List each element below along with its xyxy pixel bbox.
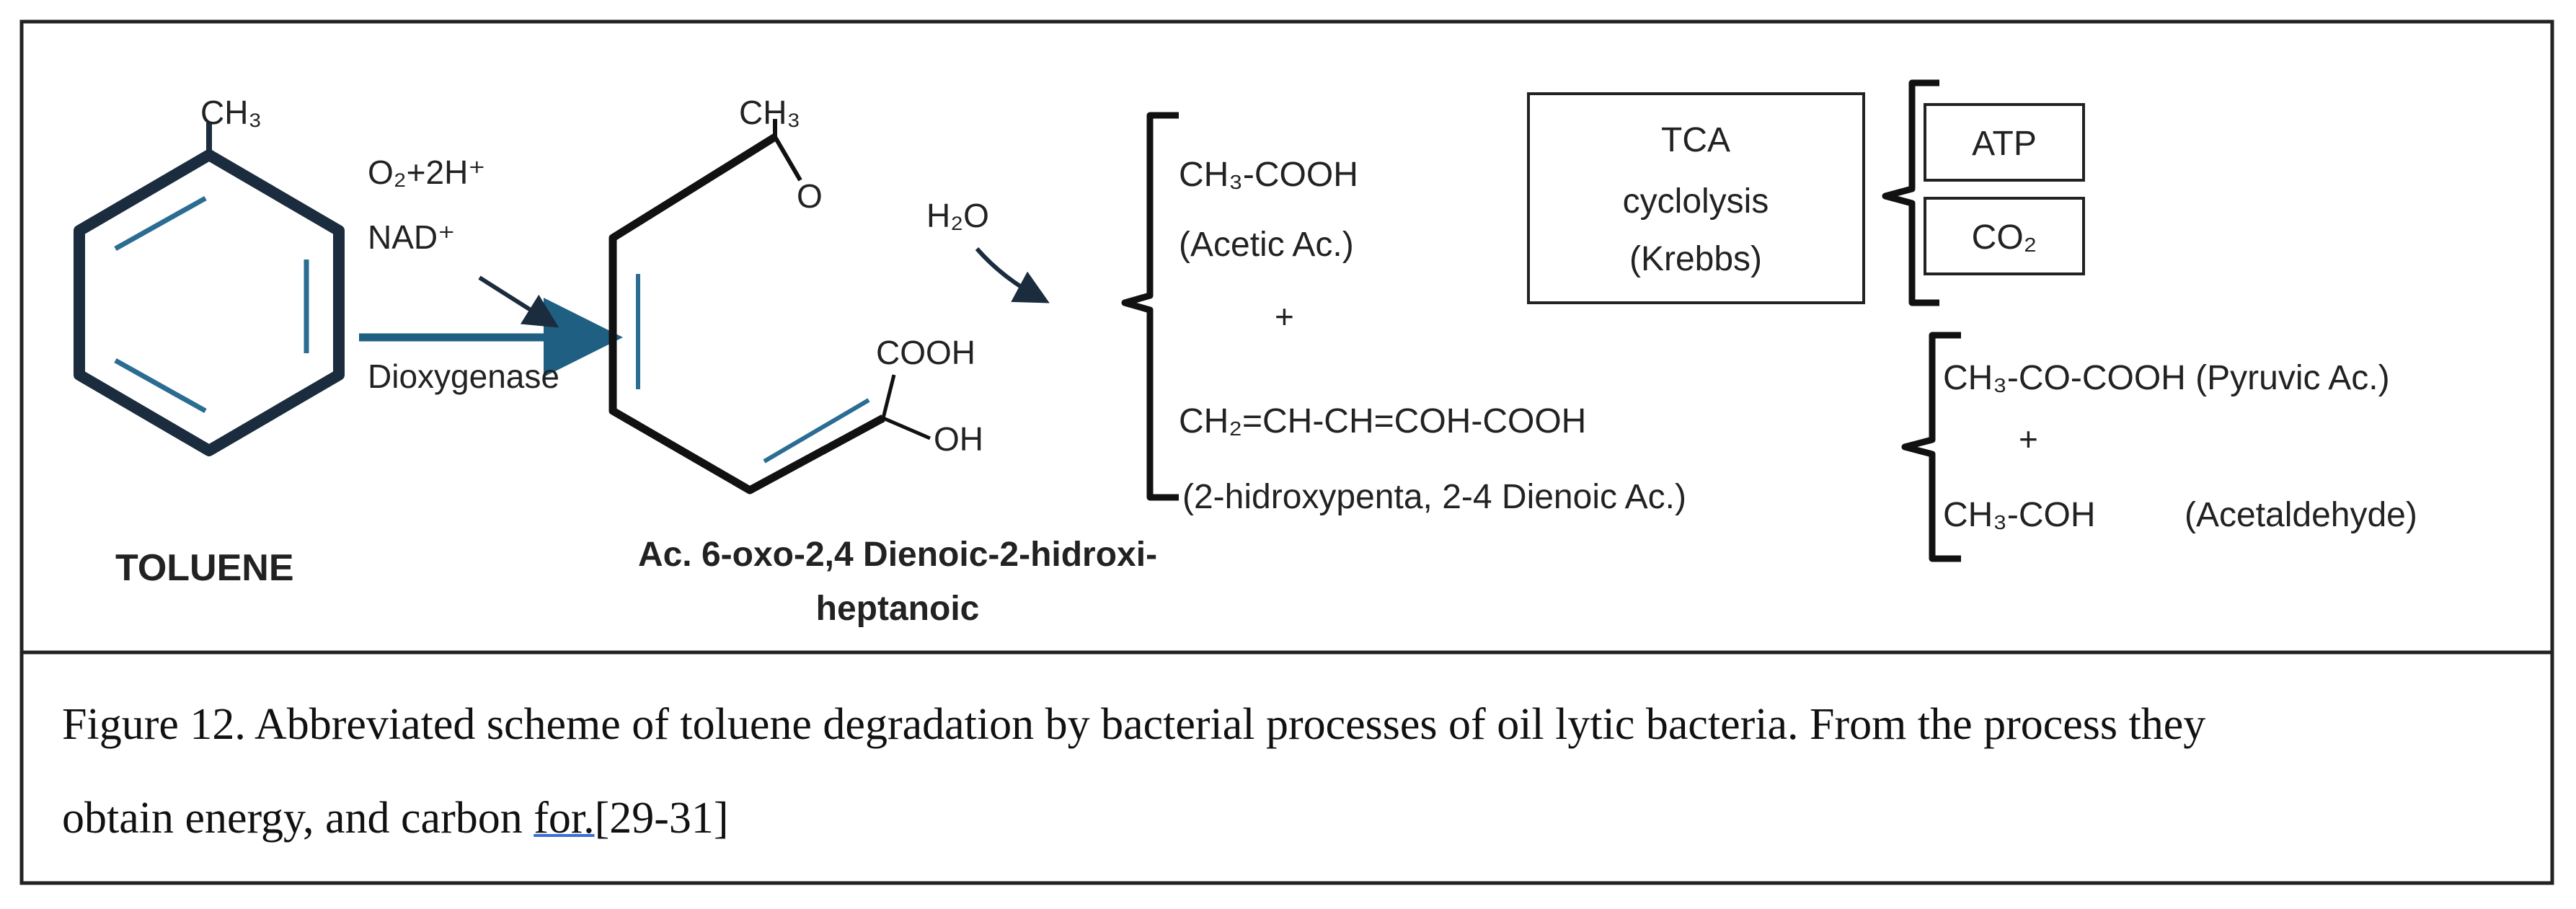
toluene-inner-bond-3 xyxy=(114,358,207,414)
atp-label: ATP xyxy=(1972,125,2037,163)
acetic-name: (Acetic Ac.) xyxy=(1179,226,1354,264)
tca-line2: cyclolysis xyxy=(1623,182,1769,221)
intermediate-molecule: CH₃ O COOH OH Ac. 6-oxo-2,4 Dienoic-2-hi… xyxy=(608,94,1157,628)
tca-line1: TCA xyxy=(1661,121,1730,159)
enzyme-label: Dioxygenase xyxy=(368,358,559,395)
dioxygenase-reaction: O₂+2H⁺ NAD⁺ Dioxygenase xyxy=(359,154,623,395)
hydrolysis-step: H₂O xyxy=(926,197,1050,303)
toluene-methyl-label: CH₃ xyxy=(200,94,262,131)
intermediate-chain xyxy=(608,133,885,495)
outer-frame xyxy=(19,19,2554,885)
intermediate-methyl-label: CH₃ xyxy=(739,94,800,131)
atp-box xyxy=(1924,103,2085,182)
intermediate-oxo-label: O xyxy=(797,177,823,215)
caption-reference: [29-31] xyxy=(594,794,729,843)
cofactor-nad-label: NAD⁺ xyxy=(368,218,455,256)
final-plus: + xyxy=(2019,420,2038,458)
dienoic-name: (2-hidroxypenta, 2-4 Dienoic Ac.) xyxy=(1182,478,1686,516)
tca-box: TCA cyclolysis (Krebbs) xyxy=(1527,92,1865,304)
intermediate-name-line1: Ac. 6-oxo-2,4 Dienoic-2-hidroxi- xyxy=(638,536,1157,574)
water-arrow xyxy=(975,247,1050,303)
acetaldehyde-name: (Acetaldehyde) xyxy=(2185,496,2417,534)
acetic-formula: CH₃-COOH xyxy=(1179,156,1358,194)
water-label: H₂O xyxy=(926,197,989,234)
products-group: CH₃-COOH (Acetic Ac.) + CH₂=CH-CH=COH-CO… xyxy=(1179,156,1686,516)
figure-caption: Figure 12. Abbreviated scheme of toluene… xyxy=(62,678,2542,865)
toluene-name: TOLUENE xyxy=(115,547,294,589)
intermediate-oxo-bond xyxy=(773,136,802,182)
intermediate-name-line2: heptanoic xyxy=(816,590,980,628)
energy-group: ATP CO₂ xyxy=(1924,103,2085,275)
toluene-ring xyxy=(74,149,345,456)
pyruvic-label: CH₃-CO-COOH (Pyruvic Ac.) xyxy=(1943,359,2390,397)
co2-box xyxy=(1924,197,2085,275)
caption-underlined-word: for. xyxy=(534,794,595,843)
cofactor-o2-label: O₂+2H⁺ xyxy=(368,154,486,191)
caption-line-2: obtain energy, and carbon for.[29-31] xyxy=(62,771,2542,865)
tca-line3: (Krebbs) xyxy=(1629,240,1762,278)
intermediate-cooh-bond xyxy=(881,374,896,419)
intermediate-oh-label: OH xyxy=(934,420,983,458)
final-products-bracket xyxy=(1901,332,1961,562)
toluene-inner-bond-1 xyxy=(114,195,207,252)
acetaldehyde-formula: CH₃-COH xyxy=(1943,496,2096,534)
dienoic-formula: CH₂=CH-CH=COH-COOH xyxy=(1179,402,1586,440)
products-bracket xyxy=(1121,112,1179,501)
toluene-molecule: CH₃ TOLUENE xyxy=(74,94,345,589)
tca-frame xyxy=(1527,92,1865,304)
co2-label: CO₂ xyxy=(1972,218,2037,257)
intermediate-cooh-label: COOH xyxy=(876,334,975,371)
energy-bracket xyxy=(1882,79,1939,306)
intermediate-inner-bond-2 xyxy=(763,398,870,464)
caption-line-1: Figure 12. Abbreviated scheme of toluene… xyxy=(62,700,2206,749)
caption-line-2-start: obtain energy, and carbon xyxy=(62,794,534,843)
final-products-group: CH₃-CO-COOH (Pyruvic Ac.) + CH₃-COH (Ace… xyxy=(1943,359,2417,534)
cofactor-arrow xyxy=(478,275,559,328)
products-plus: + xyxy=(1275,298,1294,335)
intermediate-oh-bond xyxy=(882,416,931,440)
